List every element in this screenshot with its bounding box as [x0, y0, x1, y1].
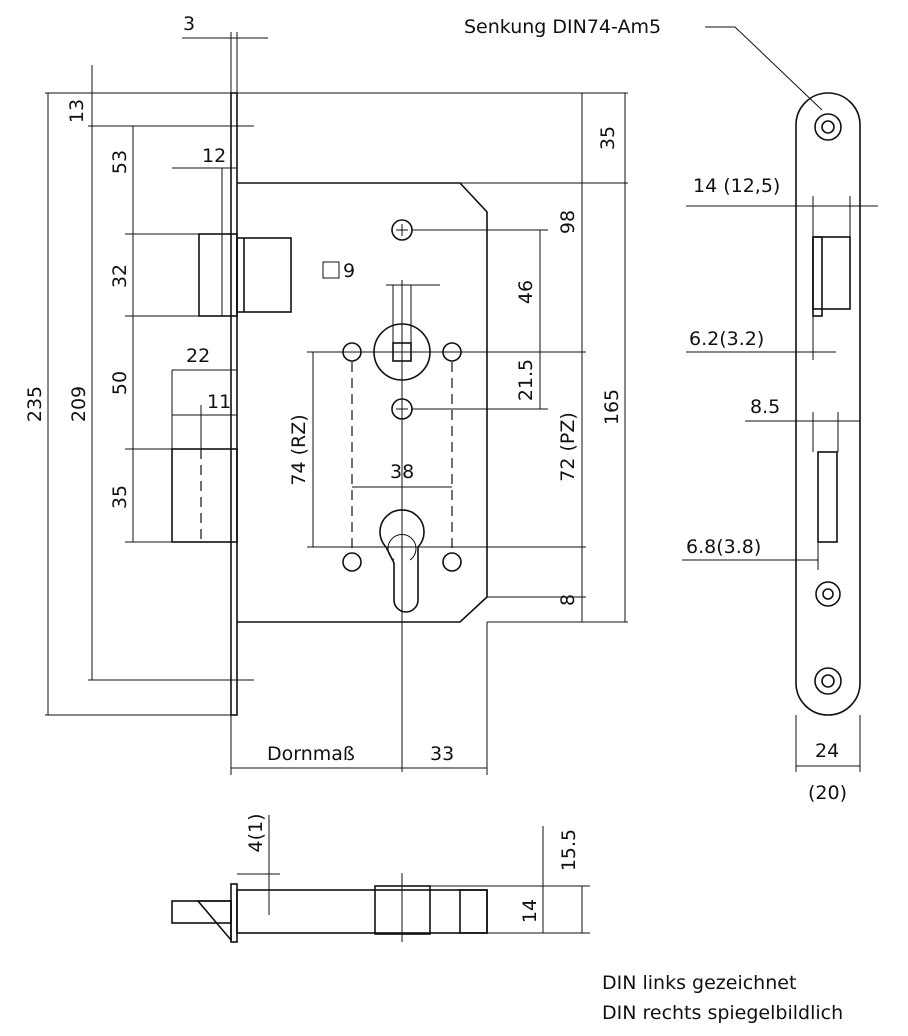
forend-plate [230, 92, 238, 716]
front-view [171, 92, 586, 772]
dim-4-1: 4(1) [245, 813, 267, 852]
dead-bolt [171, 448, 238, 543]
dim-21-5: 21.5 [515, 359, 537, 401]
label-senkung: Senkung DIN74-Am5 [464, 16, 661, 38]
cylinder-cutout [379, 509, 425, 613]
note-din-right: DIN rechts spiegelbildlich [602, 1002, 843, 1024]
latch-body [236, 237, 292, 313]
forend-view [682, 26, 878, 772]
front-dimension-labels: 3 13 53 12 32 9 50 22 11 35 235 209 35 9… [24, 13, 623, 765]
dim-209: 209 [68, 386, 90, 422]
dim-8: 8 [557, 594, 579, 606]
dim-35: 35 [109, 485, 131, 509]
forend-outline [795, 92, 861, 716]
dimension-lines [47, 37, 626, 769]
dim-46: 46 [515, 280, 537, 304]
dim-6-8: 6.8(3.8) [686, 536, 761, 558]
dim-sq9: 9 [343, 260, 355, 282]
top-case [236, 889, 488, 934]
dim-74-rz: 74 (RZ) [288, 414, 310, 485]
dim-24: 24 [815, 740, 839, 762]
dim-98: 98 [557, 210, 579, 234]
latch-opening [812, 236, 851, 310]
dim-72-pz: 72 (PZ) [557, 412, 579, 482]
dim-235: 235 [24, 386, 46, 422]
dim-13: 13 [66, 99, 88, 123]
dim-38: 38 [390, 461, 414, 483]
dim-12: 12 [202, 145, 226, 167]
note-din-left: DIN links gezeichnet [602, 972, 796, 994]
dim-14: 14 [519, 899, 541, 923]
square-symbol-icon [322, 261, 340, 279]
dim-53: 53 [109, 150, 131, 174]
dim-33: 33 [430, 743, 454, 765]
dim-22: 22 [186, 345, 210, 367]
extension-lines [45, 32, 628, 775]
dim-165: 165 [601, 389, 623, 425]
dim-20: (20) [808, 782, 847, 804]
dim-3: 3 [183, 13, 195, 35]
top-forend [230, 883, 238, 943]
forend-dimension-labels: Senkung DIN74-Am5 14 (12,5) 6.2(3.2) 8.5… [464, 16, 847, 804]
bolt-opening [817, 451, 838, 543]
dim-50: 50 [109, 371, 131, 395]
lock-case [237, 182, 488, 623]
top-view [171, 815, 590, 943]
dim-35-top: 35 [597, 126, 619, 150]
dim-11: 11 [207, 391, 231, 413]
top-dimension-labels: 4(1) 15.5 14 [245, 813, 580, 923]
dim-15-5: 15.5 [558, 829, 580, 871]
dim-8-5: 8.5 [750, 396, 780, 418]
dim-6-2: 6.2(3.2) [689, 328, 764, 350]
dim-14-12-5: 14 (12,5) [693, 175, 780, 197]
dim-32: 32 [109, 264, 131, 288]
dim-dornmass: Dornmaß [267, 743, 355, 765]
